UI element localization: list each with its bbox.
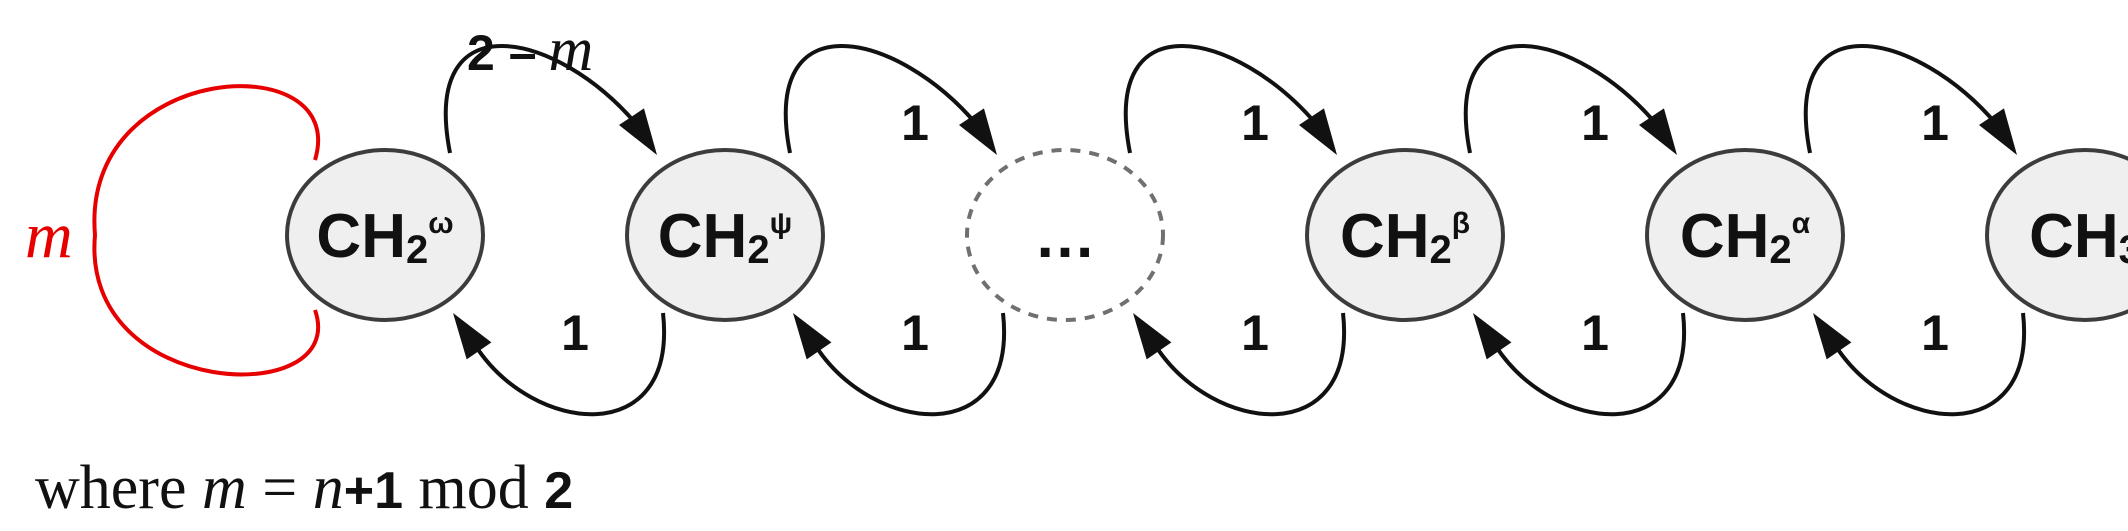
node-label-sub: 2: [1430, 228, 1452, 272]
forward-edge-label: 1: [1241, 95, 1269, 151]
self-loop-label: m: [25, 199, 73, 272]
labels-layer: 2 –m 1 1 1 1 1 1 1 1 1: [467, 16, 1949, 361]
footnote-n: n: [313, 454, 344, 522]
node-label-sub: 2: [1769, 228, 1791, 272]
forward-edge-label-num: 1: [1241, 95, 1269, 151]
node-shape: [285, 148, 485, 322]
node-label-main: CH: [1340, 202, 1430, 271]
forward-edge: [1123, 44, 1319, 154]
backward-edge: [473, 312, 667, 417]
backward-edge-label: 1: [1581, 305, 1609, 361]
forward-edge-label-num: 1: [1581, 95, 1609, 151]
node-omega: CH2ω: [285, 148, 485, 322]
footnote-mod: mod: [403, 454, 544, 522]
footnote-formula: where m = n+1 mod 2: [35, 454, 573, 522]
node-label-main: CH: [2029, 202, 2119, 271]
forward-edge: [443, 44, 639, 154]
forward-edge-label: 1: [1921, 95, 1949, 151]
forward-arrowhead: [959, 108, 997, 155]
forward-edge-label-num: 2 –: [467, 25, 537, 81]
backward-edge: [1833, 312, 2027, 417]
backward-edge-label: 1: [1241, 305, 1269, 361]
node-label: CH2ω: [316, 202, 453, 272]
backward-edge-label: 1: [1921, 305, 1949, 361]
node-label-sub: 3: [2119, 228, 2128, 272]
node-label-sup: β: [1452, 207, 1470, 240]
node-ch3: CH3: [1985, 148, 2128, 322]
node-label-sub: 2: [747, 228, 769, 272]
node-label-main: CH: [316, 202, 406, 271]
node-shape: [1985, 148, 2128, 322]
footnote-m: m: [202, 454, 247, 522]
node-beta: CH2β: [1305, 148, 1505, 322]
forward-arrowhead: [1639, 108, 1677, 155]
node-label-sup: ω: [428, 207, 453, 240]
node-label-sub: 2: [406, 228, 428, 272]
node-label-main: CH: [1680, 202, 1770, 271]
node-label: CH3: [2029, 202, 2128, 272]
forward-edge-label: 1: [1581, 95, 1609, 151]
footnote-eq: =: [247, 454, 313, 522]
backward-edge: [1153, 312, 1347, 417]
forward-edge: [1463, 44, 1659, 154]
backward-edge: [813, 312, 1007, 417]
node-label-sup: ψ: [770, 207, 793, 240]
node-shape: [1645, 148, 1845, 322]
backward-arrowhead: [1813, 313, 1852, 360]
forward-arrowhead: [619, 108, 657, 155]
forward-edge-label: 1: [901, 95, 929, 151]
backward-arrowhead: [1473, 313, 1512, 360]
node-psi: CH2ψ: [625, 148, 825, 322]
forward-edge-label-var: m: [549, 16, 594, 84]
backward-arrowhead: [1133, 313, 1172, 360]
node-alpha: CH2α: [1645, 148, 1845, 322]
forward-edge: [1803, 44, 1999, 154]
node-label-main: …: [1034, 202, 1096, 271]
node-shape: [1305, 148, 1505, 322]
edges-layer: [92, 44, 2027, 417]
node-shape: [625, 148, 825, 322]
node-label-main: CH: [658, 202, 748, 271]
forward-arrowhead: [1299, 108, 1337, 155]
forward-arrowhead: [1979, 108, 2017, 155]
footnote-plus-one: +1: [344, 462, 403, 520]
self-loop-edge: [92, 84, 320, 377]
forward-edge-label-num: 1: [901, 95, 929, 151]
backward-arrowhead: [793, 313, 832, 360]
node-label-sup: α: [1792, 207, 1811, 240]
forward-edge-label-num: 1: [1921, 95, 1949, 151]
footnote-two: 2: [544, 462, 573, 520]
node-label: CH2ψ: [658, 202, 792, 272]
footnote-prefix: where: [35, 454, 202, 522]
node-label: …: [1034, 202, 1096, 271]
backward-arrowhead: [453, 313, 492, 360]
backward-edge: [1493, 312, 1687, 417]
node-ellipsis: …: [965, 148, 1165, 322]
forward-edge-label: 2 –m: [467, 16, 593, 84]
forward-edge: [783, 44, 979, 154]
node-label: CH2α: [1680, 202, 1811, 272]
backward-edge-label: 1: [901, 305, 929, 361]
node-label: CH2β: [1340, 202, 1470, 272]
backward-edge-label: 1: [561, 305, 589, 361]
node-shape: [965, 148, 1165, 322]
